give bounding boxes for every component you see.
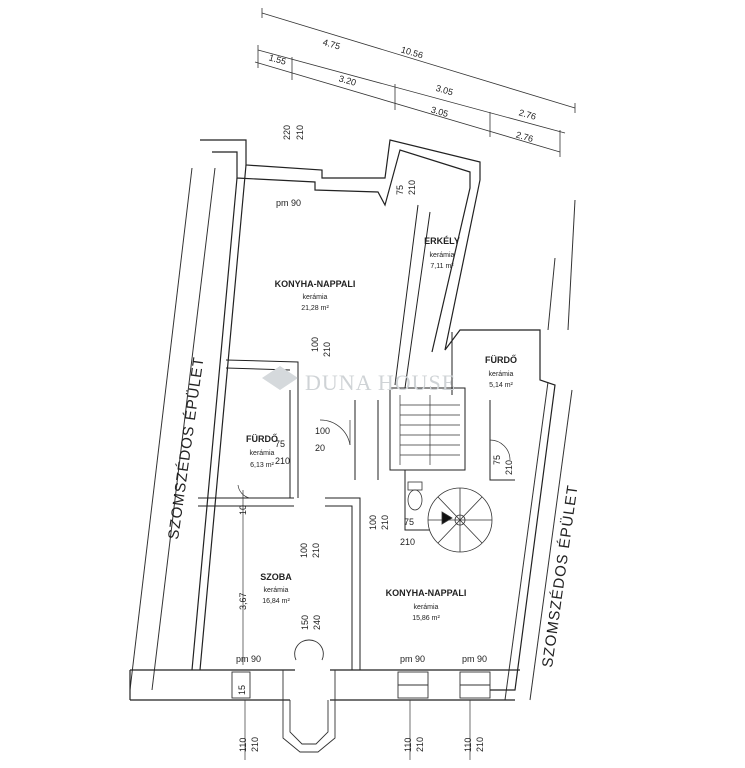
label-210-erkely: 210 bbox=[407, 180, 417, 195]
label-10: 10 bbox=[238, 505, 248, 515]
dim-overall: 10.56 bbox=[400, 45, 424, 61]
label-110-k1: 110 bbox=[403, 738, 413, 752]
room-area: 5,14 m² bbox=[489, 382, 513, 389]
label-210-fr: 210 bbox=[504, 460, 514, 475]
label-pm90-szoba: pm 90 bbox=[236, 654, 261, 664]
neighbour-left bbox=[129, 167, 216, 691]
label-75-furdo: 75 bbox=[275, 439, 285, 449]
label-100-konyha: 100 bbox=[310, 337, 320, 352]
room-furdo-right: FÜRDŐ kerámia 5,14 m² bbox=[485, 354, 517, 389]
interior-walls bbox=[198, 204, 515, 670]
room-area: 6,13 m² bbox=[250, 462, 274, 469]
dim-d: 3.05 bbox=[430, 105, 450, 119]
room-name: FÜRDŐ bbox=[246, 433, 278, 444]
label-210-szoba: 210 bbox=[311, 543, 321, 558]
room-konyha-top: KONYHA-NAPPALI kerámia 21,28 m² bbox=[275, 279, 356, 312]
room-area: 21,28 m² bbox=[301, 305, 329, 312]
dim-a: 1.55 bbox=[268, 52, 288, 66]
label-75-wc: 75 bbox=[404, 517, 414, 527]
room-furdo-left: FÜRDŐ kerámia 6,13 m² bbox=[246, 433, 278, 469]
label-pm90-konyha2: pm 90 bbox=[462, 654, 487, 664]
room-material: kerámia bbox=[414, 604, 439, 611]
room-erkely: ERKÉLY kerámia 7,11 m² bbox=[424, 236, 460, 270]
label-210-wc: 210 bbox=[380, 515, 390, 530]
top-dimension-lines bbox=[254, 8, 576, 157]
small-dim-labels: pm 90 pm 90 pm 90 pm 90 75 210 100 210 7… bbox=[236, 180, 514, 752]
label-20-hall: 20 bbox=[315, 443, 325, 453]
label-pm90-konyha1: pm 90 bbox=[400, 654, 425, 664]
neighbour-right-label: SZOMSZÉDOS ÉPÜLET bbox=[538, 483, 582, 668]
dim-e: 2.76 bbox=[518, 107, 538, 121]
label-pm90-top: pm 90 bbox=[276, 198, 301, 208]
vertical-dimension-lines bbox=[242, 490, 471, 760]
room-material: kerámia bbox=[264, 587, 289, 594]
room-material: kerámia bbox=[489, 371, 514, 378]
label-210-furdo: 210 bbox=[275, 456, 290, 466]
room-material: kerámia bbox=[430, 252, 455, 259]
label-210-konyha: 210 bbox=[322, 342, 332, 357]
dim-220: 220 bbox=[282, 125, 292, 140]
label-75-fr: 75 bbox=[492, 455, 502, 465]
room-area: 15,86 m² bbox=[412, 615, 440, 622]
dim-f: 2.76 bbox=[515, 130, 535, 144]
watermark-text: DUNA HOUSE bbox=[305, 370, 456, 395]
label-367: 3,67 bbox=[238, 592, 248, 610]
room-konyha-bottom: KONYHA-NAPPALI kerámia 15,86 m² bbox=[386, 588, 467, 622]
label-100-wc: 100 bbox=[368, 515, 378, 530]
label-240: 240 bbox=[312, 615, 322, 630]
label-100-hall: 100 bbox=[315, 426, 330, 436]
label-15: 15 bbox=[237, 685, 247, 695]
exterior-walls bbox=[129, 139, 556, 701]
window-openings bbox=[231, 671, 491, 699]
room-area: 16,84 m² bbox=[262, 598, 290, 605]
watermark-logo-icon bbox=[262, 366, 298, 390]
neighbour-left-label: SZOMSZÉDOS ÉPÜLET bbox=[164, 355, 208, 540]
room-szoba: SZOBA kerámia 16,84 m² bbox=[260, 572, 292, 605]
label-100-szoba: 100 bbox=[299, 543, 309, 558]
door-swings bbox=[237, 419, 511, 499]
room-material: kerámia bbox=[303, 294, 328, 301]
toilet bbox=[407, 481, 423, 511]
straight-stair bbox=[399, 395, 460, 465]
room-name: SZOBA bbox=[260, 572, 292, 582]
bay-window bbox=[282, 639, 336, 753]
label-210-k2: 210 bbox=[475, 737, 485, 752]
dim-b: 3.20 bbox=[338, 73, 358, 87]
room-material: kerámia bbox=[250, 450, 275, 457]
dim-c: 3.05 bbox=[435, 83, 455, 97]
watermark: DUNA HOUSE bbox=[262, 366, 456, 395]
room-name: KONYHA-NAPPALI bbox=[386, 588, 467, 598]
room-name: ERKÉLY bbox=[424, 236, 460, 246]
dim-first: 4.75 bbox=[322, 37, 342, 51]
room-name: KONYHA-NAPPALI bbox=[275, 279, 356, 289]
label-110-k2: 110 bbox=[463, 738, 473, 752]
room-area: 7,11 m² bbox=[430, 263, 454, 270]
label-210-szoba-b: 210 bbox=[250, 737, 260, 752]
label-75-erkely: 75 bbox=[395, 185, 405, 195]
label-210-wc2: 210 bbox=[400, 537, 415, 547]
spiral-stair bbox=[427, 487, 493, 553]
label-150: 150 bbox=[300, 615, 310, 630]
room-name: FÜRDŐ bbox=[485, 354, 517, 365]
label-210-k1: 210 bbox=[415, 737, 425, 752]
dim-210-top: 210 bbox=[295, 125, 305, 140]
neighbour-right bbox=[504, 199, 576, 701]
label-110-szoba: 110 bbox=[238, 738, 248, 752]
